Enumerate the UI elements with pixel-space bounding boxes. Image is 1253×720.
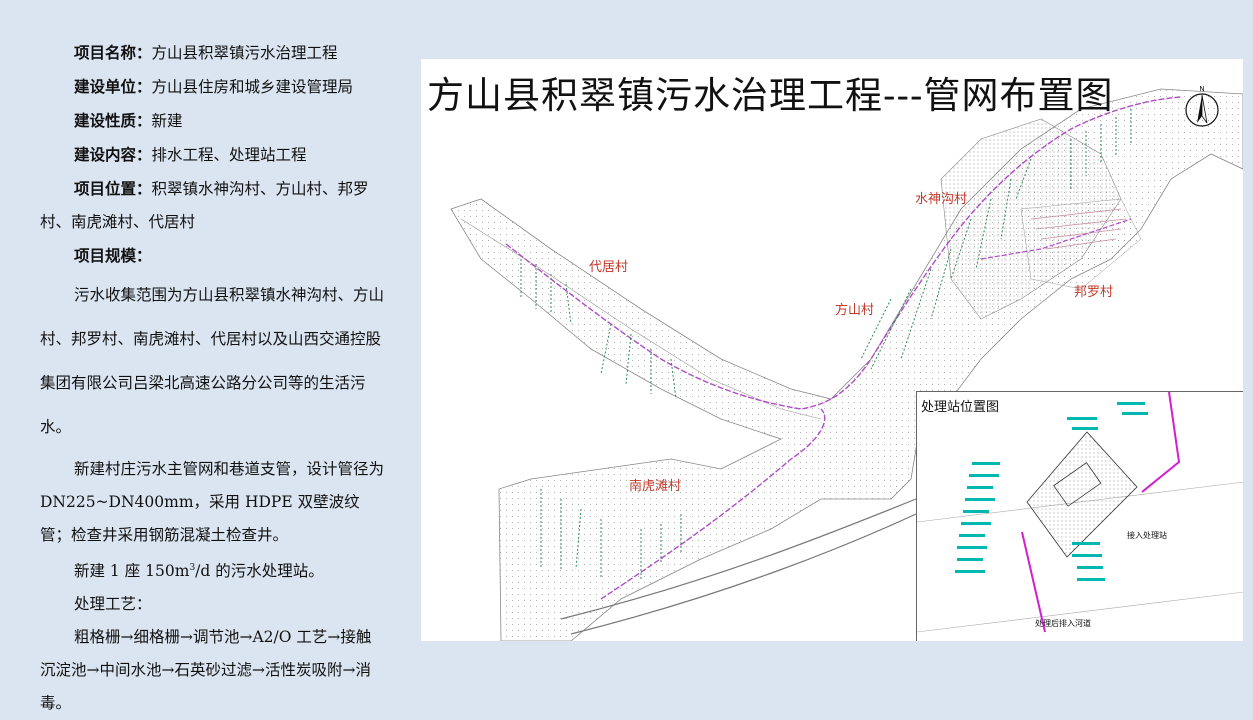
branch-pipes — [520, 109, 1132, 579]
survey-points — [955, 402, 1148, 581]
station-site — [1026, 431, 1138, 558]
scale-label: 项目规模： — [74, 246, 152, 265]
location-label: 项目位置： — [74, 179, 152, 198]
builder-value: 方山县住房和城乡建设管理局 — [151, 78, 354, 96]
highway — [560, 498, 917, 620]
village-label-bangluo: 邦罗村 — [1074, 285, 1114, 300]
village-label-daiju: 代居村 — [589, 260, 629, 275]
scale-line: 项目规模： — [40, 239, 386, 273]
south-pipe — [600, 408, 826, 600]
inset-title: 处理站位置图 — [921, 400, 1000, 415]
north-arrow-icon: N — [1185, 85, 1219, 127]
process-text: 粗格栅→细格栅→调节池→A2/O 工艺→接触沉淀池→中间水池→石英砂过滤→活性炭… — [40, 628, 372, 713]
village-label-nanhutan: 南虎滩村 — [629, 479, 682, 494]
scale-paragraph-1: 污水收集范围为方山县积翠镇水神沟村、方山村、邦罗村、南虎滩村、代居村以及山西交通… — [40, 286, 385, 436]
builder-line: 建设单位：方山县住房和城乡建设管理局 — [40, 70, 386, 104]
capacity-text-a: 新建 1 座 150m — [74, 562, 190, 581]
inset-drawing — [917, 392, 1243, 633]
east-pipe — [980, 218, 1132, 260]
nature-line: 建设性质：新建 — [40, 104, 386, 138]
outfall-label: 处理后排入河道 — [1035, 619, 1091, 628]
map-title: 方山县积翠镇污水治理工程---管网布置图 — [427, 74, 1114, 117]
compass-letter: N — [1199, 85, 1204, 93]
project-name-line: 项目名称：方山县积翠镇污水治理工程 — [40, 36, 386, 70]
capacity-superscript: 3 — [189, 563, 196, 573]
location-line: 项目位置：积翠镇水神沟村、方山村、邦罗村、南虎滩村、代居村 — [40, 172, 386, 239]
capacity-text-b: /d 的污水处理站。 — [195, 562, 324, 581]
village-label-fangshan: 方山村 — [835, 303, 875, 318]
scale-paragraph-3: 新建 1 座 150m3/d 的污水处理站。 — [40, 552, 386, 588]
location-value: 积翠镇水神沟村、方山村、邦罗村、南虎滩村、代居村 — [40, 180, 369, 231]
project-info-panel: 项目名称：方山县积翠镇污水治理工程 建设单位：方山县住房和城乡建设管理局 建设性… — [40, 36, 386, 720]
station-building — [1053, 462, 1102, 507]
compass: N — [1183, 83, 1221, 133]
process-label: 处理工艺： — [74, 595, 152, 614]
project-name-label: 项目名称： — [74, 43, 152, 62]
content-line: 建设内容：排水工程、处理站工程 — [40, 138, 386, 172]
inlet-pipe — [1021, 392, 1181, 633]
pink-pipes — [1030, 208, 1127, 250]
map-drawing — [450, 88, 1243, 641]
nature-value: 新建 — [151, 112, 183, 130]
content-label: 建设内容： — [74, 145, 152, 164]
content-value: 排水工程、处理站工程 — [151, 146, 307, 164]
station-inlet-label: 接入处理站 — [1127, 531, 1167, 540]
builder-label: 建设单位： — [74, 77, 152, 96]
treatment-station-inset: 处理站位置图 接入处理站 处理后排入河道 — [916, 391, 1243, 641]
village-label-shuishengou: 水神沟村 — [915, 192, 968, 207]
scale-paragraph-2: 新建村庄污水主管网和巷道支管，设计管径为 DN225~DN400mm，采用 HD… — [40, 460, 385, 544]
pipe-network-map: 方山县积翠镇污水治理工程---管网布置图 N 水神沟村 代居村 方山村 邦罗村 … — [421, 59, 1243, 641]
inset-road-2 — [917, 591, 1243, 633]
project-name-value: 方山县积翠镇污水治理工程 — [151, 44, 338, 62]
nature-label: 建设性质： — [74, 111, 152, 130]
highway-edge — [570, 513, 917, 635]
